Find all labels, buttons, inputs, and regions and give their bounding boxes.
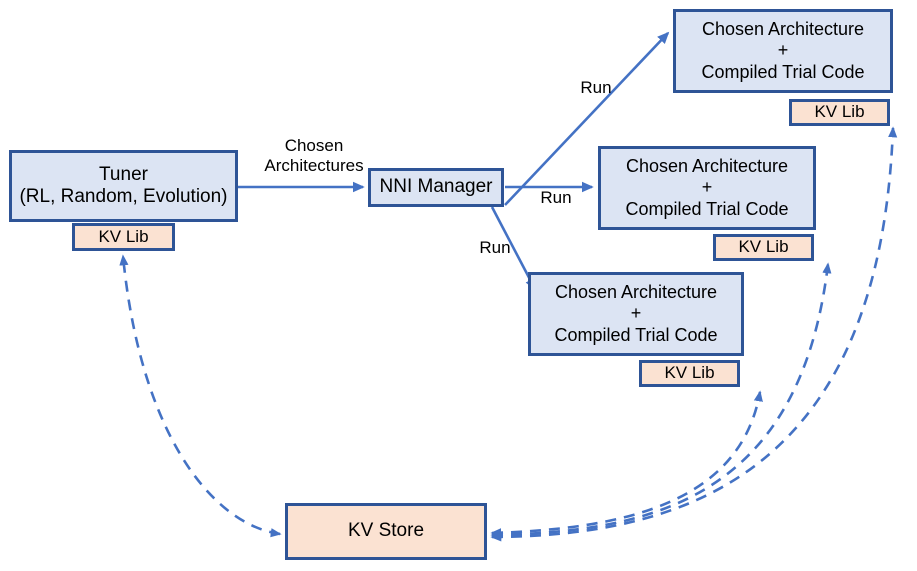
node-tuner-line2: (RL, Random, Evolution) — [19, 186, 228, 207]
node-trial-top-kv-lib-label: KV Lib — [814, 102, 865, 122]
node-trial-top-label: Chosen Architecture + Compiled Trial Cod… — [676, 19, 890, 83]
node-trial-bottom-kv-lib[interactable]: KV Lib — [639, 360, 740, 387]
node-trial-top-line2: + — [777, 40, 789, 61]
edge-label-run-middle: Run — [540, 188, 572, 207]
node-trial-bottom-kv-lib-label: KV Lib — [664, 363, 715, 383]
edge-label-run-top: Run — [580, 78, 612, 97]
node-trial-middle-label: Chosen Architecture + Compiled Trial Cod… — [601, 156, 813, 220]
node-tuner[interactable]: Tuner (RL, Random, Evolution) — [9, 150, 238, 222]
node-kv-store-label: KV Store — [347, 520, 425, 542]
node-trial-bottom-line1: Chosen Architecture — [554, 282, 718, 303]
node-trial-bottom[interactable]: Chosen Architecture + Compiled Trial Cod… — [528, 272, 744, 356]
node-tuner-label: Tuner (RL, Random, Evolution) — [12, 164, 235, 209]
node-tuner-line1: Tuner — [99, 163, 148, 185]
node-kv-store[interactable]: KV Store — [285, 503, 487, 560]
node-trial-middle[interactable]: Chosen Architecture + Compiled Trial Cod… — [598, 146, 816, 230]
edge-kvstore-to-tuner-kvlib — [119, 254, 282, 538]
node-trial-top[interactable]: Chosen Architecture + Compiled Trial Cod… — [673, 9, 893, 93]
node-nni-manager[interactable]: NNI Manager — [368, 168, 504, 207]
node-trial-middle-kv-lib[interactable]: KV Lib — [713, 234, 814, 261]
node-trial-bottom-line3: Compiled Trial Code — [554, 324, 718, 345]
edge-label-run-bottom: Run — [479, 238, 511, 257]
node-tuner-kv-lib[interactable]: KV Lib — [72, 223, 175, 251]
node-tuner-kv-lib-label: KV Lib — [98, 226, 149, 246]
node-trial-bottom-label: Chosen Architecture + Compiled Trial Cod… — [531, 282, 741, 346]
edge-trial-bottom-kvlib-to-kvstore — [490, 390, 763, 538]
node-trial-middle-line3: Compiled Trial Code — [625, 198, 789, 219]
node-trial-top-kv-lib[interactable]: KV Lib — [789, 99, 890, 126]
node-trial-top-line1: Chosen Architecture — [701, 19, 865, 40]
node-trial-middle-line2: + — [701, 177, 713, 198]
node-trial-middle-line1: Chosen Architecture — [625, 156, 789, 177]
node-trial-bottom-line2: + — [630, 303, 642, 324]
node-trial-top-line3: Compiled Trial Code — [701, 61, 865, 82]
node-trial-middle-kv-lib-label: KV Lib — [738, 237, 789, 257]
edge-label-chosen-architectures: Chosen Architectures — [264, 136, 364, 175]
node-nni-manager-label: NNI Manager — [379, 176, 493, 198]
